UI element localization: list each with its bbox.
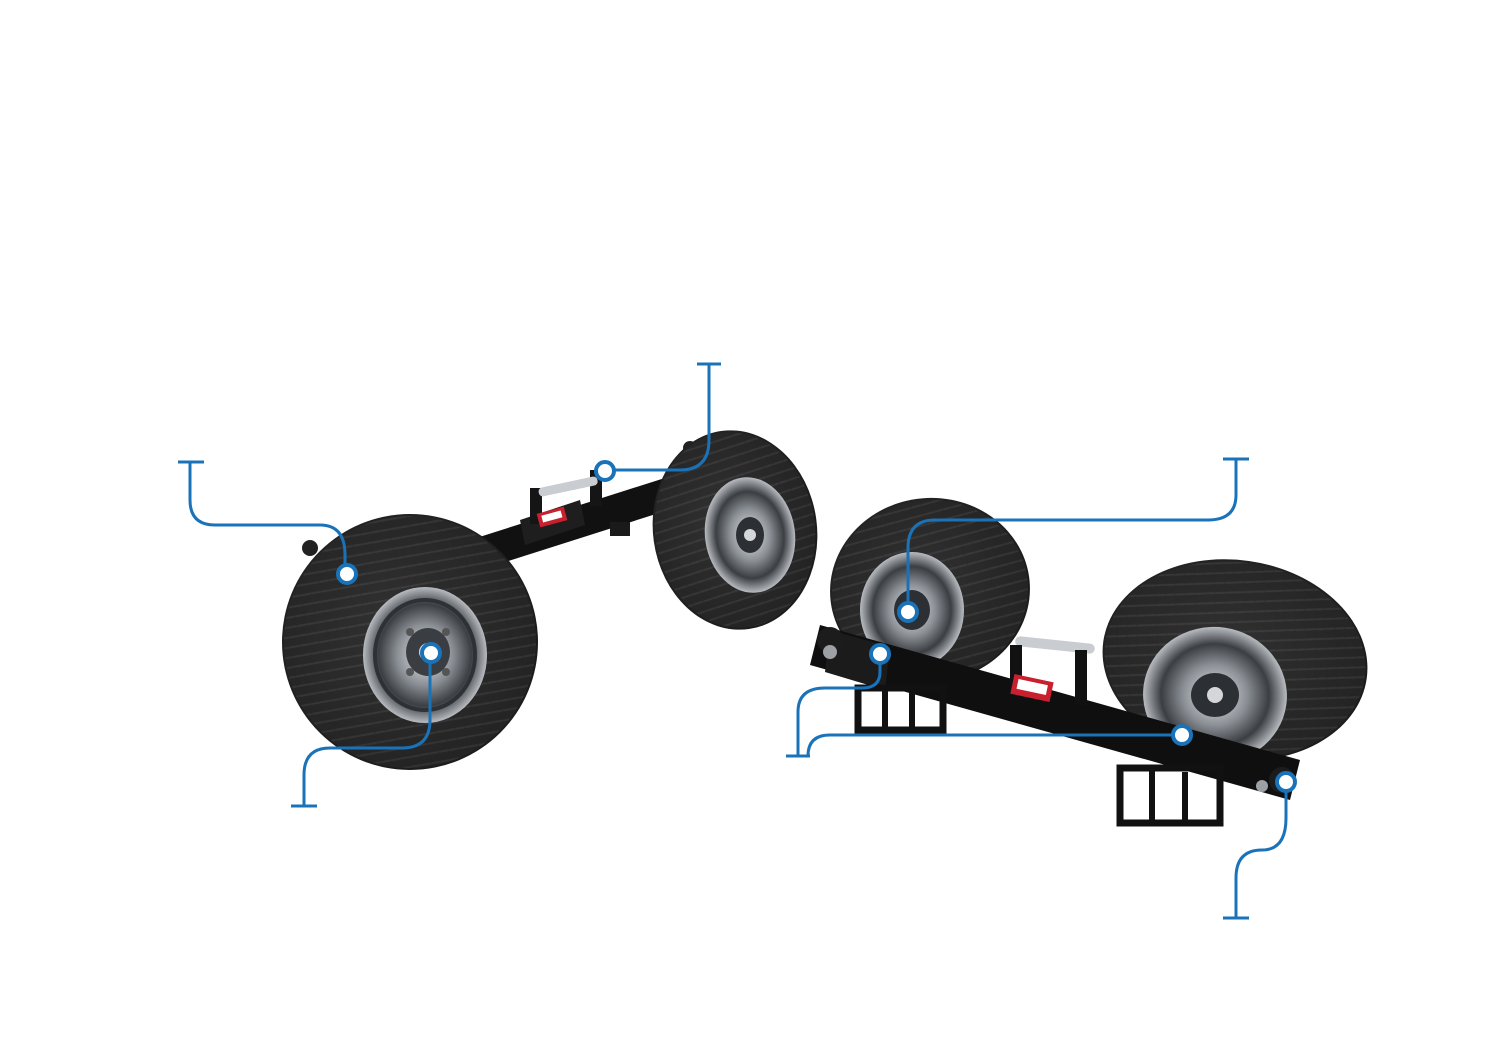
left-front-wheel [282,514,538,770]
left-rear-wheel [652,430,818,630]
wheel-mount-marker[interactable] [897,601,919,623]
frame-beam-marker[interactable] [1171,724,1193,746]
frame-beam-callout [806,733,1180,757]
right-chrome-bar [1015,636,1095,654]
tire-tread-marker[interactable] [336,563,358,585]
hub-marker[interactable] [420,642,442,664]
pivot-bolt-callout [1223,782,1288,920]
left-axle-beam [470,470,700,570]
tire-tread-callout [178,460,347,572]
hub-callout [291,655,432,808]
adjustment-bar-marker[interactable] [594,460,616,482]
right-dolly [810,497,1368,827]
left-chrome-bar [538,476,598,497]
pivot-bolt-marker[interactable] [1275,771,1297,793]
right-rear-wheel [830,497,1030,683]
frame-bracket-callout [786,654,882,758]
right-front-cage [854,684,947,734]
wheel-mount-callout [906,457,1249,610]
right-front-wheel [1102,559,1368,764]
adjustment-bar-callout [615,362,721,472]
right-frame-beam [810,625,1300,800]
right-rear-cage [1116,764,1224,827]
left-dolly [282,430,818,770]
frame-bracket-marker[interactable] [869,643,891,665]
